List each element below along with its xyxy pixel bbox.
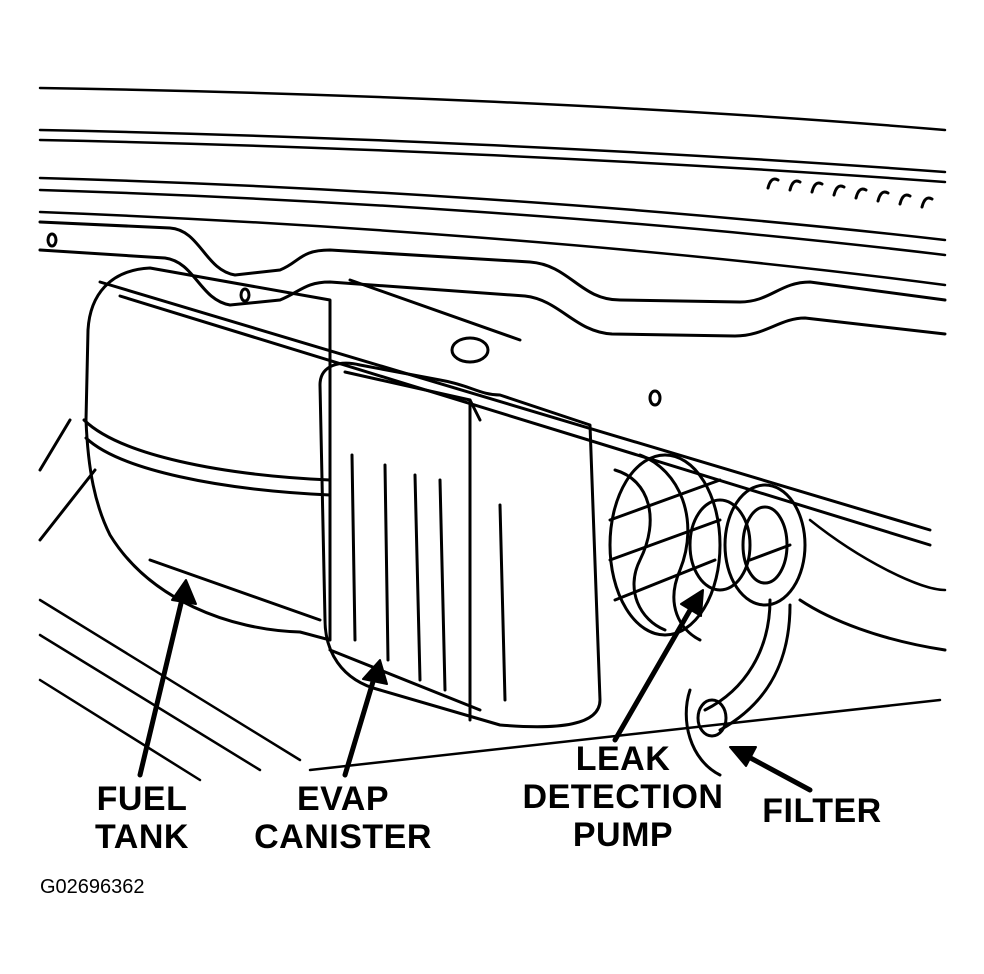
leak-detection-pump-label-line1: LEAK <box>575 740 671 778</box>
filter-arrow <box>742 752 813 793</box>
leak-detection-pump-drawing <box>608 453 807 642</box>
leak-detection-pump-arrowhead <box>680 589 704 617</box>
fuel-tank-label: FUEL TANK <box>72 780 212 856</box>
leak-detection-pump-arrow <box>612 602 696 743</box>
panel-vents <box>766 177 934 209</box>
evap-canister-label-line2: CANISTER <box>254 818 432 856</box>
fuel-tank-arrow <box>137 592 186 778</box>
leak-detection-pump-label-line3: PUMP <box>572 816 674 854</box>
fuel-tank-label-line1: FUEL <box>96 780 188 818</box>
filter-drawing <box>684 598 947 777</box>
body-panel <box>38 86 947 287</box>
fuel-tank-label-line2: TANK <box>95 818 189 856</box>
evap-canister-label-line1: EVAP <box>296 780 390 818</box>
filter-label: FILTER <box>752 792 892 830</box>
underbody-lines <box>38 518 947 782</box>
evap-canister-label: EVAP CANISTER <box>238 780 448 856</box>
evap-canister-arrowhead <box>362 659 388 685</box>
fuel-tank-drawing <box>38 266 332 642</box>
callout-arrows <box>137 579 813 793</box>
filter-label-text: FILTER <box>762 792 882 830</box>
figure-id: G02696362 <box>40 876 145 898</box>
evap-canister-arrow <box>342 672 378 778</box>
leak-detection-pump-label-line2: DETECTION <box>522 778 724 816</box>
leak-detection-pump-label: LEAK DETECTION PUMP <box>508 740 738 854</box>
frame-crossmember <box>38 220 947 547</box>
filter-arrowhead <box>729 746 757 767</box>
fuel-tank-arrowhead <box>171 579 197 605</box>
evap-canister-drawing <box>318 278 602 729</box>
